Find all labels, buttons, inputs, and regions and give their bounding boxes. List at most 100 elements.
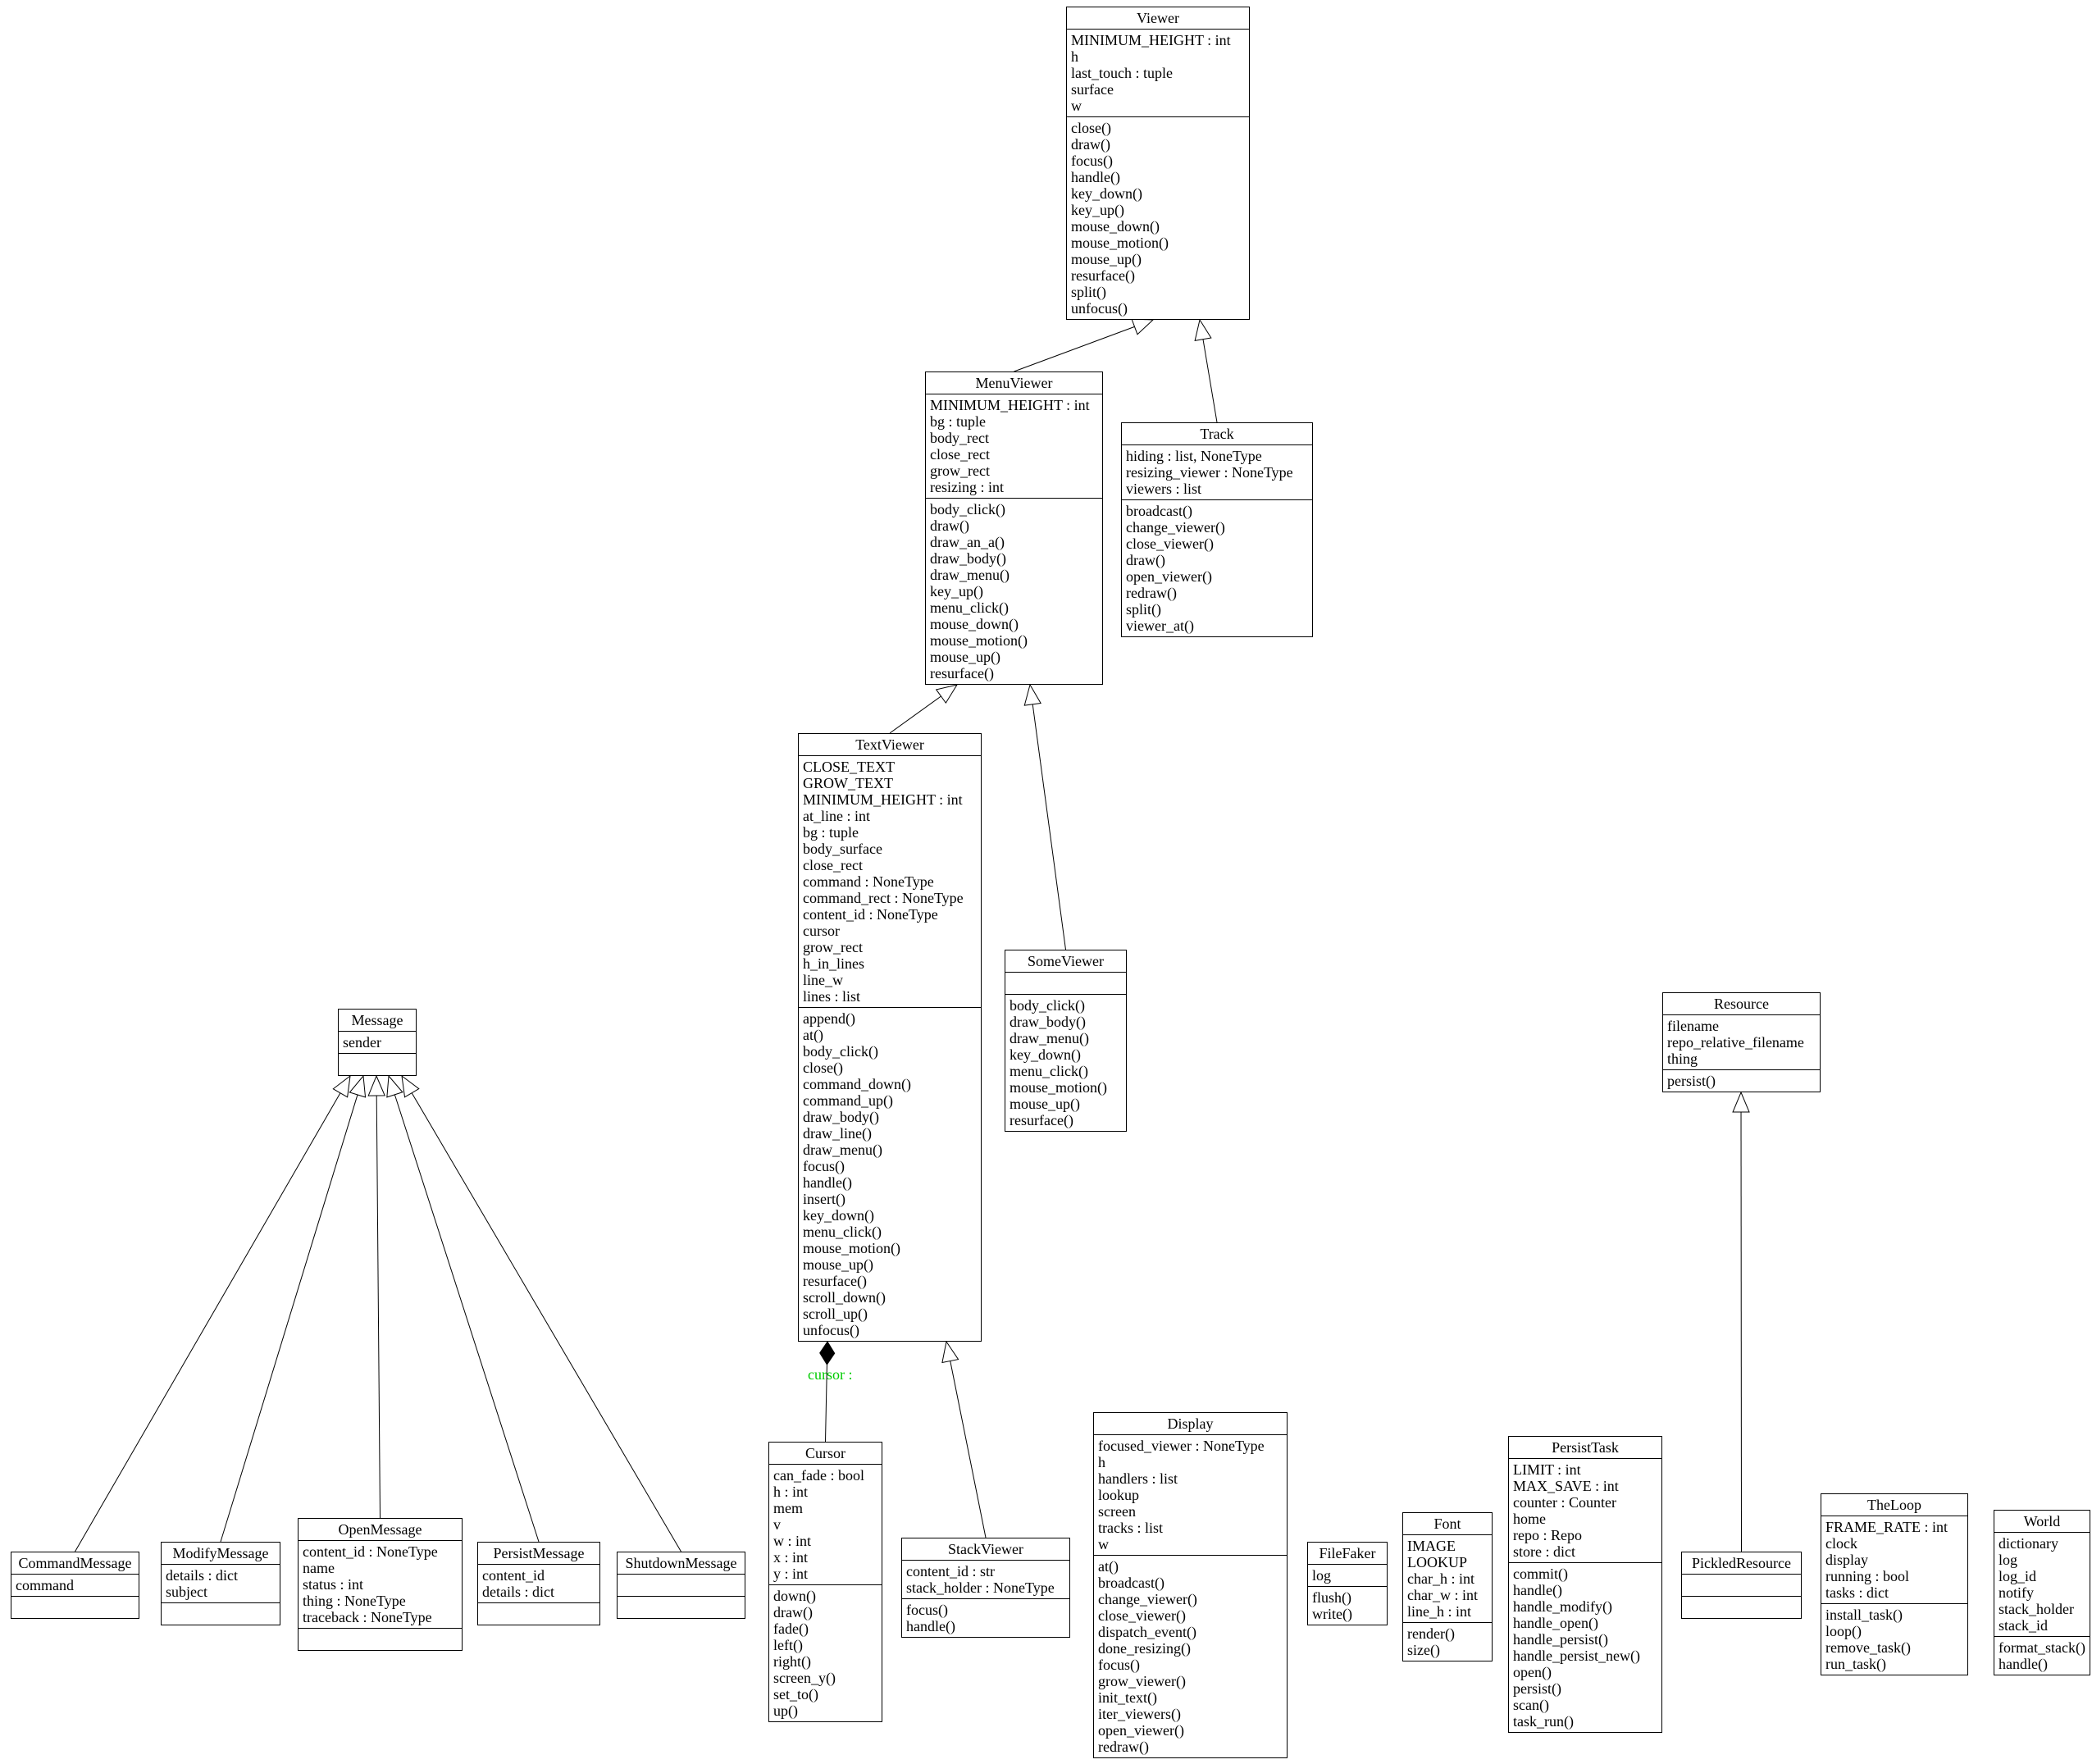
attribute: MINIMUM_HEIGHT : int: [803, 791, 963, 808]
method: draw_menu(): [803, 1142, 882, 1158]
method: mouse_up(): [1071, 251, 1142, 267]
method: handle(): [803, 1174, 852, 1191]
attribute: FRAME_RATE : int: [1825, 1519, 1948, 1535]
composition-edge: [825, 1364, 827, 1443]
method: broadcast(): [1126, 503, 1192, 519]
class-box-message: Message sender: [338, 1009, 417, 1076]
attribute: command : NoneType: [803, 873, 934, 890]
class-name: Cursor: [805, 1445, 845, 1461]
method: grow_viewer(): [1098, 1673, 1186, 1689]
method: mouse_motion(): [930, 632, 1028, 649]
attribute: stack_holder : NoneType: [906, 1579, 1055, 1596]
attribute: lookup: [1098, 1487, 1140, 1503]
method: mouse_down(): [930, 616, 1019, 632]
method: unfocus(): [1071, 300, 1128, 317]
method: body_click(): [1010, 997, 1085, 1014]
method: loop(): [1825, 1623, 1862, 1639]
attribute: content_id : str: [906, 1563, 995, 1579]
method: unfocus(): [803, 1322, 859, 1338]
attribute: IMAGE: [1407, 1538, 1456, 1554]
method: set_to(): [773, 1686, 818, 1702]
attribute: cursor: [803, 923, 840, 939]
method: resurface(): [803, 1273, 867, 1289]
method: resurface(): [930, 665, 994, 681]
method: handle_persist_new(): [1513, 1648, 1640, 1664]
method: format_stack(): [1999, 1639, 2085, 1656]
method: draw_body(): [1010, 1014, 1086, 1030]
method: command_up(): [803, 1092, 893, 1109]
method: handle(): [1513, 1582, 1562, 1598]
attribute: viewers : list: [1126, 481, 1201, 497]
method-section: at()broadcast()change_viewer()close_view…: [1094, 1555, 1287, 1757]
method: change_viewer(): [1126, 519, 1225, 536]
inheritance-edge: [950, 1361, 987, 1538]
inheritance-edge: [75, 1092, 341, 1552]
method: key_down(): [803, 1207, 874, 1224]
attribute: CLOSE_TEXT: [803, 759, 895, 775]
method-section: [339, 1053, 416, 1075]
method: install_task(): [1825, 1607, 1903, 1623]
method: key_up(): [930, 583, 983, 599]
method: open(): [1513, 1664, 1552, 1680]
class-name: MenuViewer: [975, 375, 1053, 391]
class-name: Font: [1433, 1516, 1461, 1532]
method-section: focus()handle(): [902, 1598, 1069, 1637]
method: fade(): [773, 1620, 809, 1637]
class-name: Message: [351, 1012, 403, 1028]
attribute: filename: [1667, 1018, 1719, 1034]
method-section: persist(): [1663, 1069, 1820, 1092]
method: write(): [1312, 1606, 1352, 1622]
attribute: bg : tuple: [803, 824, 859, 841]
attribute: w : int: [773, 1533, 812, 1549]
attribute: mem: [773, 1500, 803, 1516]
attribute: tasks : dict: [1825, 1584, 1889, 1601]
attribute: subject: [166, 1584, 207, 1600]
method-section: [478, 1602, 599, 1625]
method: persist(): [1513, 1680, 1561, 1697]
method: up(): [773, 1702, 798, 1719]
method: draw_line(): [803, 1125, 872, 1142]
attribute: counter : Counter: [1513, 1494, 1616, 1511]
method: run_task(): [1825, 1656, 1886, 1672]
method: close_viewer(): [1098, 1607, 1186, 1624]
method: remove_task(): [1825, 1639, 1911, 1656]
method: close_viewer(): [1126, 536, 1214, 552]
class-name: PersistTask: [1552, 1439, 1619, 1456]
method: scroll_down(): [803, 1289, 886, 1306]
method: focus(): [1071, 153, 1113, 169]
attribute: bg : tuple: [930, 413, 986, 430]
method: menu_click(): [1010, 1063, 1088, 1079]
method-section: [162, 1602, 280, 1625]
attribute: status : int: [303, 1576, 364, 1593]
attribute: name: [303, 1560, 335, 1576]
class-name: ShutdownMessage: [625, 1555, 737, 1571]
method: focus(): [803, 1158, 845, 1174]
method-section: install_task()loop()remove_task()run_tas…: [1821, 1603, 1967, 1675]
inheritance-edge: [1014, 326, 1135, 372]
attribute: command: [16, 1577, 74, 1593]
attribute: tracks : list: [1098, 1520, 1163, 1536]
attribute: grow_rect: [930, 463, 990, 479]
method: draw_an_a(): [930, 534, 1005, 550]
attribute: w: [1071, 98, 1082, 114]
method: command_down(): [803, 1076, 911, 1092]
method: right(): [773, 1653, 811, 1670]
attribute: display: [1825, 1552, 1868, 1568]
method: close(): [1071, 120, 1111, 136]
attribute: screen: [1098, 1503, 1136, 1520]
class-name: Track: [1200, 426, 1234, 442]
method: key_down(): [1071, 185, 1142, 202]
attribute: sender: [343, 1034, 381, 1051]
attribute: stack_holder: [1999, 1601, 2074, 1617]
method: resurface(): [1010, 1112, 1073, 1128]
method: insert(): [803, 1191, 845, 1207]
